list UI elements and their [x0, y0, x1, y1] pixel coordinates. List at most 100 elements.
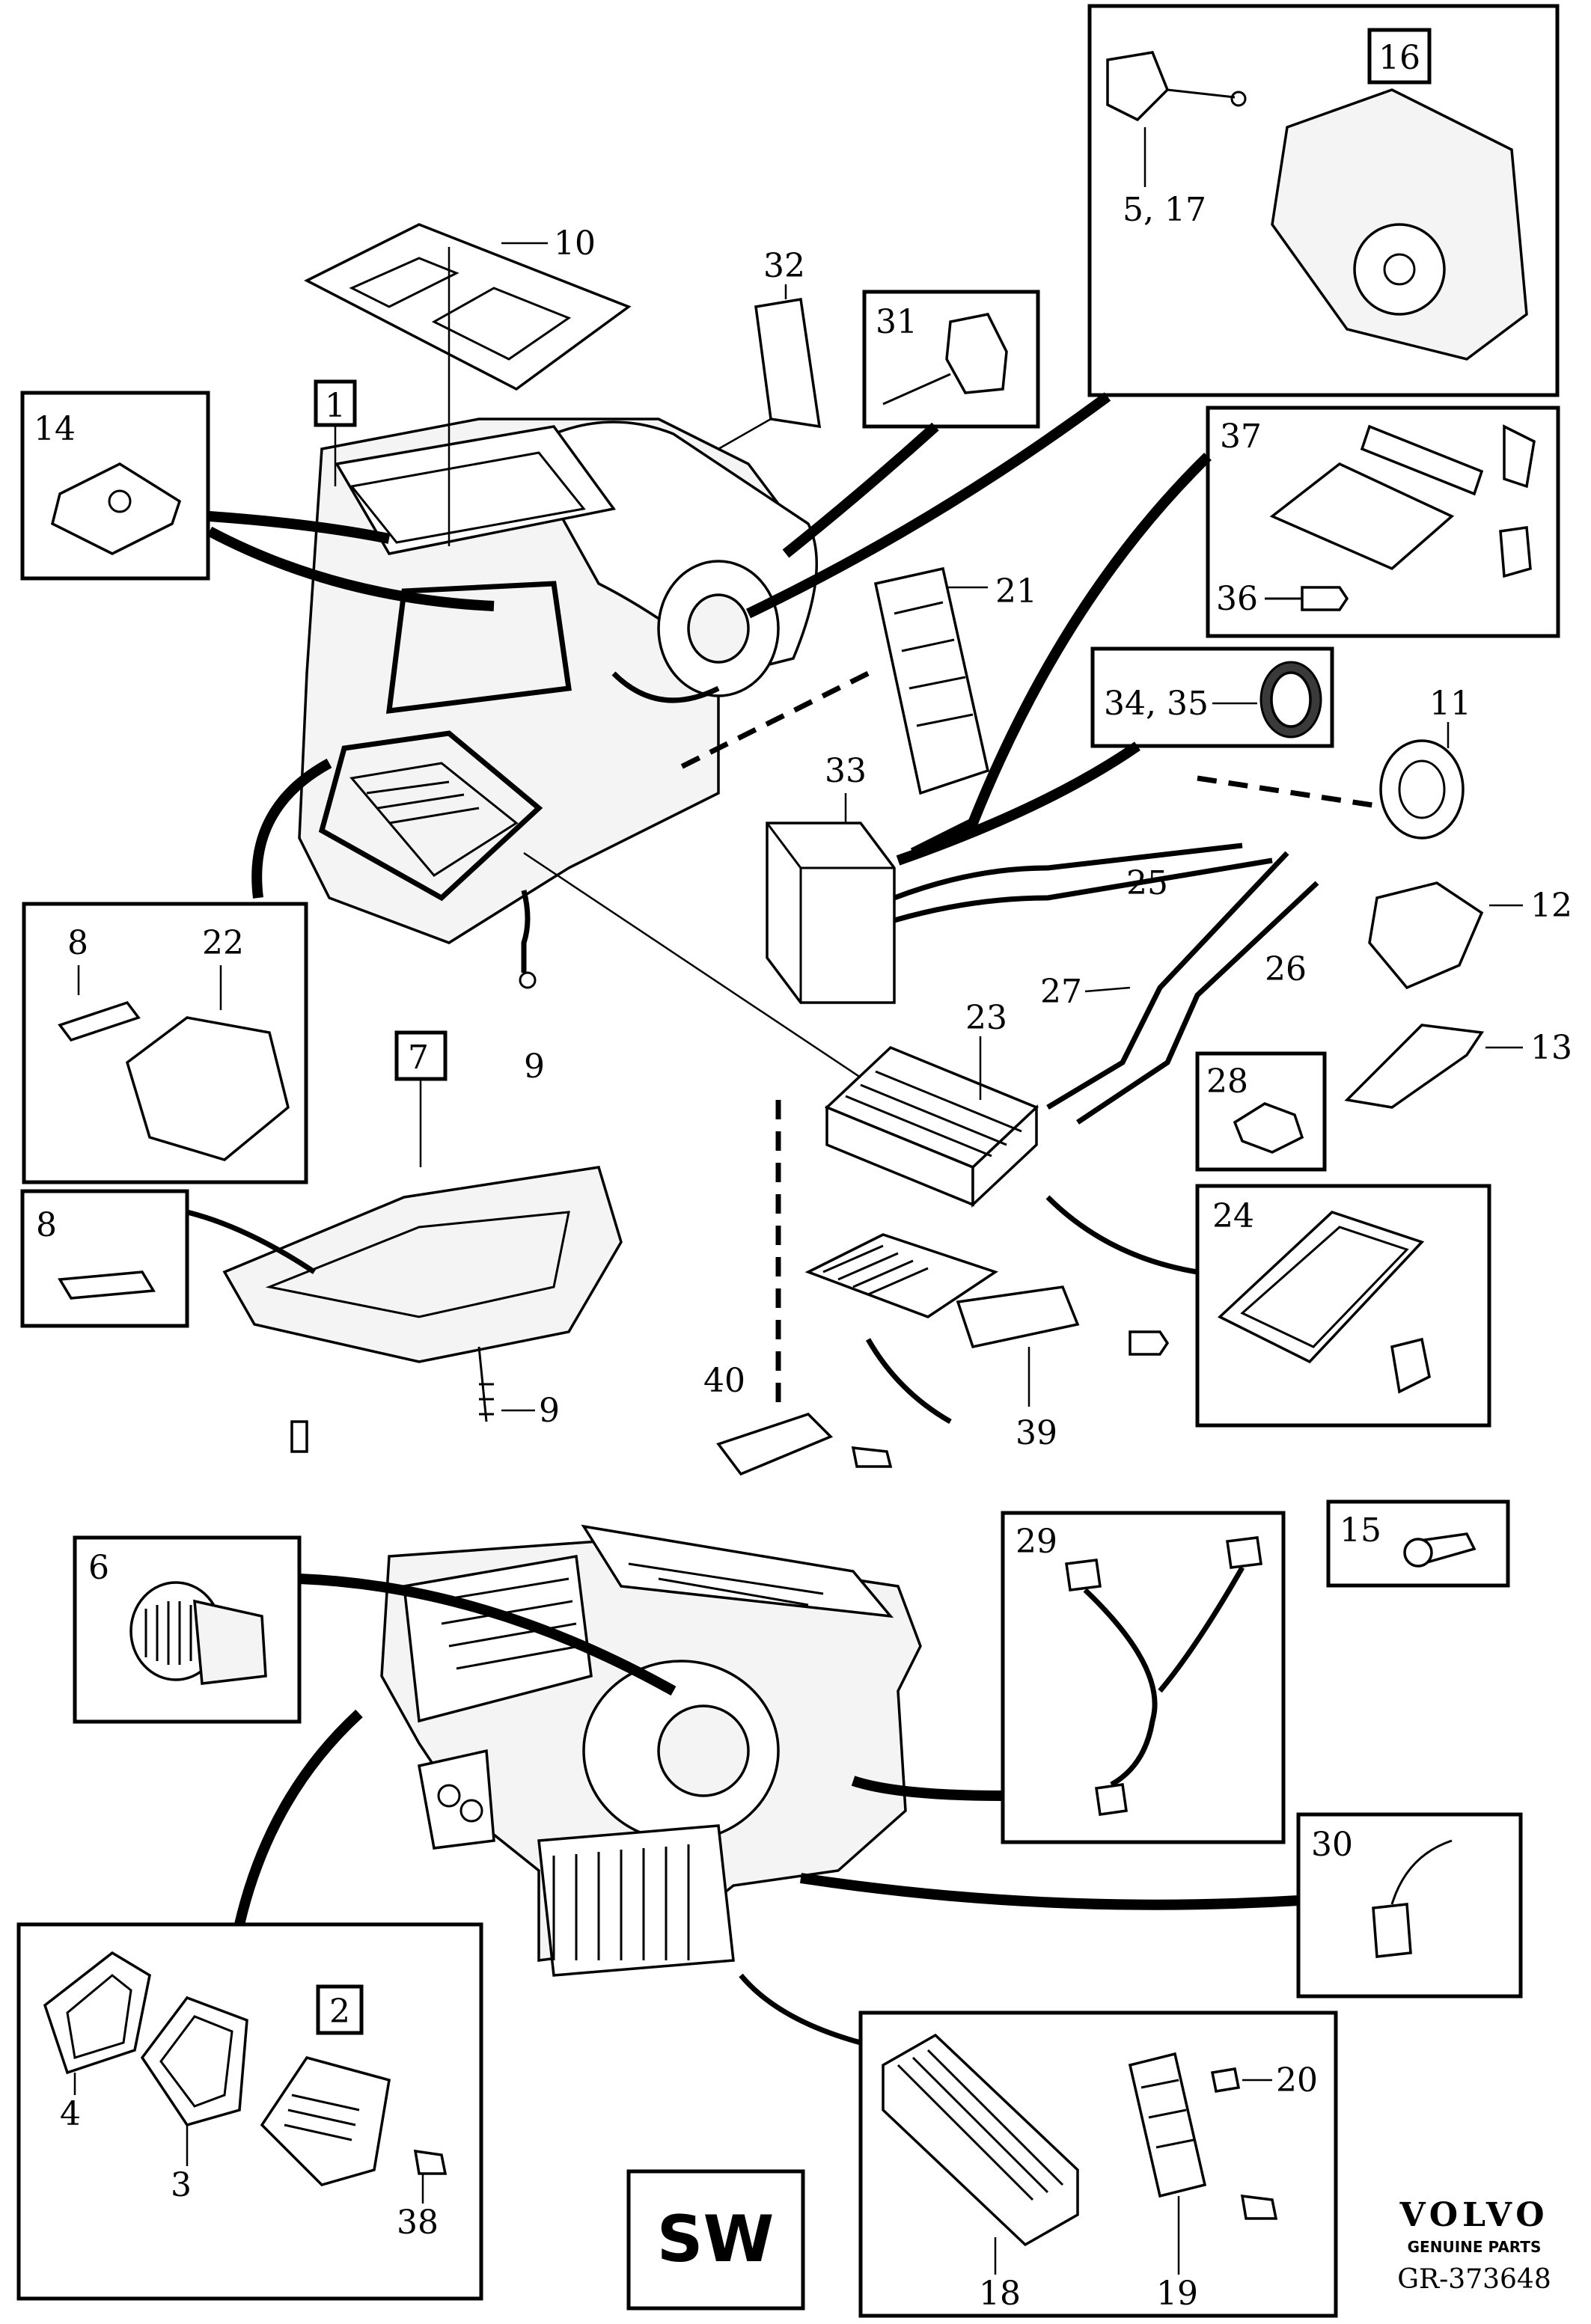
hose-25-b	[894, 857, 1273, 923]
callout-4: 4	[60, 2095, 81, 2133]
callout-3: 3	[171, 2166, 192, 2204]
arrow-2	[234, 1709, 363, 1926]
bracket-12	[1368, 881, 1484, 990]
callout-12: 12	[1530, 887, 1572, 925]
arrow-31	[782, 422, 939, 558]
actuator-box-16: 16 5, 17	[1087, 4, 1560, 397]
filter-icon	[882, 2033, 1079, 2247]
callout-1: 1	[325, 387, 346, 425]
callout-39: 39	[1016, 1414, 1057, 1452]
callout-40: 40	[703, 1362, 745, 1400]
arrow-30	[799, 1873, 1299, 1910]
screw-icon	[413, 2149, 448, 2175]
callout-26: 26	[1265, 950, 1307, 988]
callout-38: 38	[397, 2204, 439, 2242]
screw-box-15: 15	[1326, 1499, 1510, 1588]
air-filter-frame-10	[304, 223, 632, 391]
brand-name: VOLVO	[1399, 2196, 1548, 2234]
connector-icon	[945, 313, 1008, 394]
callout-6: 6	[88, 1549, 109, 1587]
connector-box-30: 30	[1296, 1812, 1523, 1999]
arrow-37	[910, 453, 1212, 858]
callout-11: 11	[1429, 685, 1471, 723]
callout-30: 30	[1311, 1826, 1353, 1864]
screw-icon	[290, 1420, 308, 1453]
arrow-18	[739, 1973, 861, 2046]
callout-7: 7	[408, 1039, 429, 1077]
callout-16: 16	[1378, 39, 1420, 77]
screw-icon	[851, 1446, 893, 1468]
reference-code: GR-373648	[1397, 2264, 1551, 2295]
air-distribution-flap-21	[873, 566, 990, 795]
callout-14: 14	[34, 410, 76, 448]
callout-10: 10	[554, 224, 596, 263]
callout-37: 37	[1220, 418, 1262, 456]
seal-box-8: 8	[20, 1189, 189, 1328]
duct-box-22: 8 22	[22, 902, 308, 1184]
callout-34-35: 34, 35	[1104, 685, 1209, 723]
volvo-brand: VOLVO GENUINE PARTS GR-373648	[1397, 2196, 1551, 2295]
brand-tagline: GENUINE PARTS	[1408, 2238, 1542, 2256]
pipe-26-a	[1046, 851, 1289, 1110]
callout-29: 29	[1016, 1523, 1057, 1561]
arrow-24	[1045, 1195, 1198, 1275]
pipe-26-b	[1076, 881, 1319, 1125]
arrow-14-a	[209, 511, 391, 544]
callout-9b: 9	[539, 1392, 560, 1430]
connector-icon	[1065, 1559, 1102, 1591]
screw-icon	[1301, 586, 1349, 611]
callout-31: 31	[876, 303, 917, 341]
sw-badge-text: SW	[657, 2202, 775, 2277]
arrow-6	[299, 1574, 677, 1696]
arrow-22	[251, 758, 332, 899]
screw-icon	[1129, 1330, 1170, 1356]
evaporator-23	[824, 1045, 1039, 1208]
callout-23: 23	[965, 999, 1007, 1037]
callout-32: 32	[763, 247, 805, 285]
callout-18: 18	[979, 2275, 1021, 2313]
leader-23	[523, 851, 861, 1079]
callout-19: 19	[1156, 2275, 1198, 2313]
callout-28: 28	[1206, 1062, 1248, 1101]
clip-icon	[50, 462, 182, 555]
arrow-8b	[186, 1209, 316, 1274]
arrow-34-35	[896, 741, 1140, 866]
bracket-icon	[1269, 462, 1455, 571]
gasket-box-34-35: 34, 35	[1090, 646, 1334, 748]
callout-2: 2	[329, 1993, 350, 2031]
sw-badge: SW	[626, 2169, 805, 2311]
callout-13: 13	[1530, 1029, 1572, 1067]
clip-box-14: 14	[20, 391, 210, 581]
callout-36: 36	[1216, 580, 1258, 618]
clip-box-28: 28	[1195, 1051, 1327, 1172]
wiring-box-29: 29	[1001, 1511, 1286, 1844]
blower-motor-box-6: 6	[73, 1535, 302, 1724]
screw-icon	[1240, 2194, 1278, 2220]
callout-24: 24	[1212, 1197, 1254, 1235]
dashed-21	[672, 670, 870, 774]
heater-core-33	[766, 822, 896, 1004]
callout-25: 25	[1126, 864, 1168, 902]
arrow-16	[745, 392, 1111, 619]
callout-9a: 9	[524, 1048, 545, 1086]
tray-box-24: 24	[1195, 1184, 1491, 1428]
callout-21: 21	[995, 572, 1037, 611]
cabin-filter-box-18-19-20: 20 18 19	[858, 2010, 1338, 2318]
seal-32	[754, 297, 822, 429]
dashed-25	[1197, 775, 1393, 811]
resistor-39	[804, 1233, 1170, 1425]
duct-seal-box-2-3-4: 2 4 3 38	[16, 1922, 483, 2301]
bracket-13	[1344, 1024, 1485, 1109]
clip-40	[716, 1412, 893, 1476]
arrow-29	[851, 1776, 1004, 1801]
callout-15: 15	[1340, 1511, 1381, 1550]
callout-5-17: 5, 17	[1123, 191, 1206, 229]
main-heater-housing-upper	[298, 418, 818, 989]
connector-box-31: 31	[862, 290, 1040, 429]
grommet-11	[1379, 739, 1465, 840]
screw-icon	[1210, 2067, 1241, 2094]
callout-20: 20	[1276, 2061, 1318, 2100]
lower-housing-7: 7	[222, 1030, 623, 1453]
callout-22: 22	[202, 924, 244, 962]
